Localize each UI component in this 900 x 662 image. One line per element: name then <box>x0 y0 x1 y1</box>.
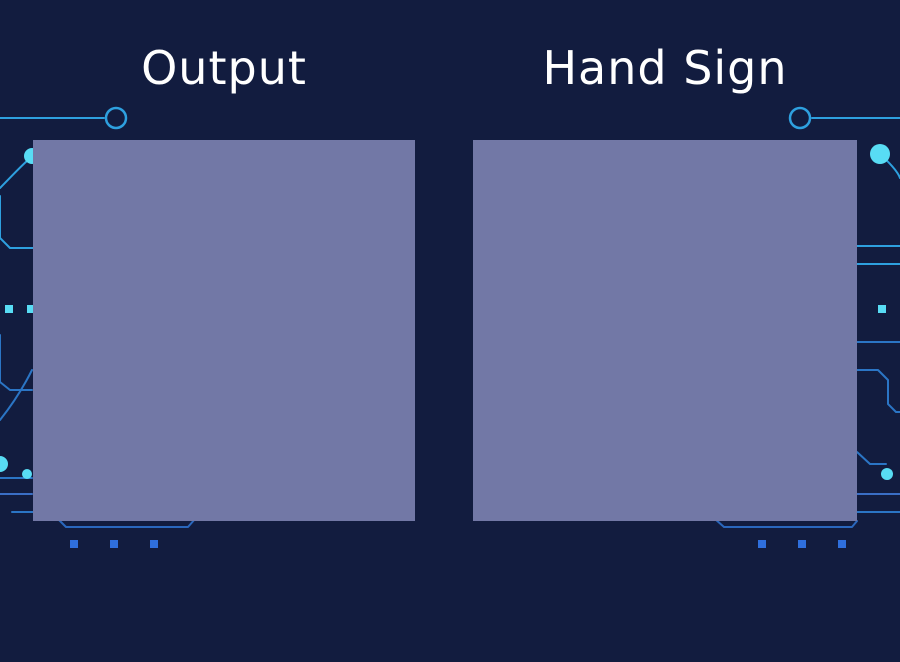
output-panel <box>33 140 415 521</box>
right-circuit-lines <box>714 117 900 528</box>
circuit-squares <box>5 305 886 548</box>
left-bottom-square-2 <box>110 540 118 548</box>
left-square-1 <box>5 305 13 313</box>
right-bottom-square-3 <box>838 540 846 548</box>
left-side-node <box>0 456 8 472</box>
right-top-node <box>870 144 890 164</box>
right-square <box>878 305 886 313</box>
right-small-node <box>881 468 893 480</box>
output-title: Output <box>141 41 307 95</box>
right-ring-node <box>788 106 812 130</box>
hand-sign-panel <box>473 140 857 521</box>
left-ring-node <box>104 106 128 130</box>
left-bottom-square-1 <box>70 540 78 548</box>
hand-sign-title: Hand Sign <box>542 41 788 95</box>
left-bottom-square-3 <box>150 540 158 548</box>
right-bottom-square-2 <box>798 540 806 548</box>
left-small-node <box>22 469 32 479</box>
left-square-2 <box>27 305 35 313</box>
right-bottom-square-1 <box>758 540 766 548</box>
